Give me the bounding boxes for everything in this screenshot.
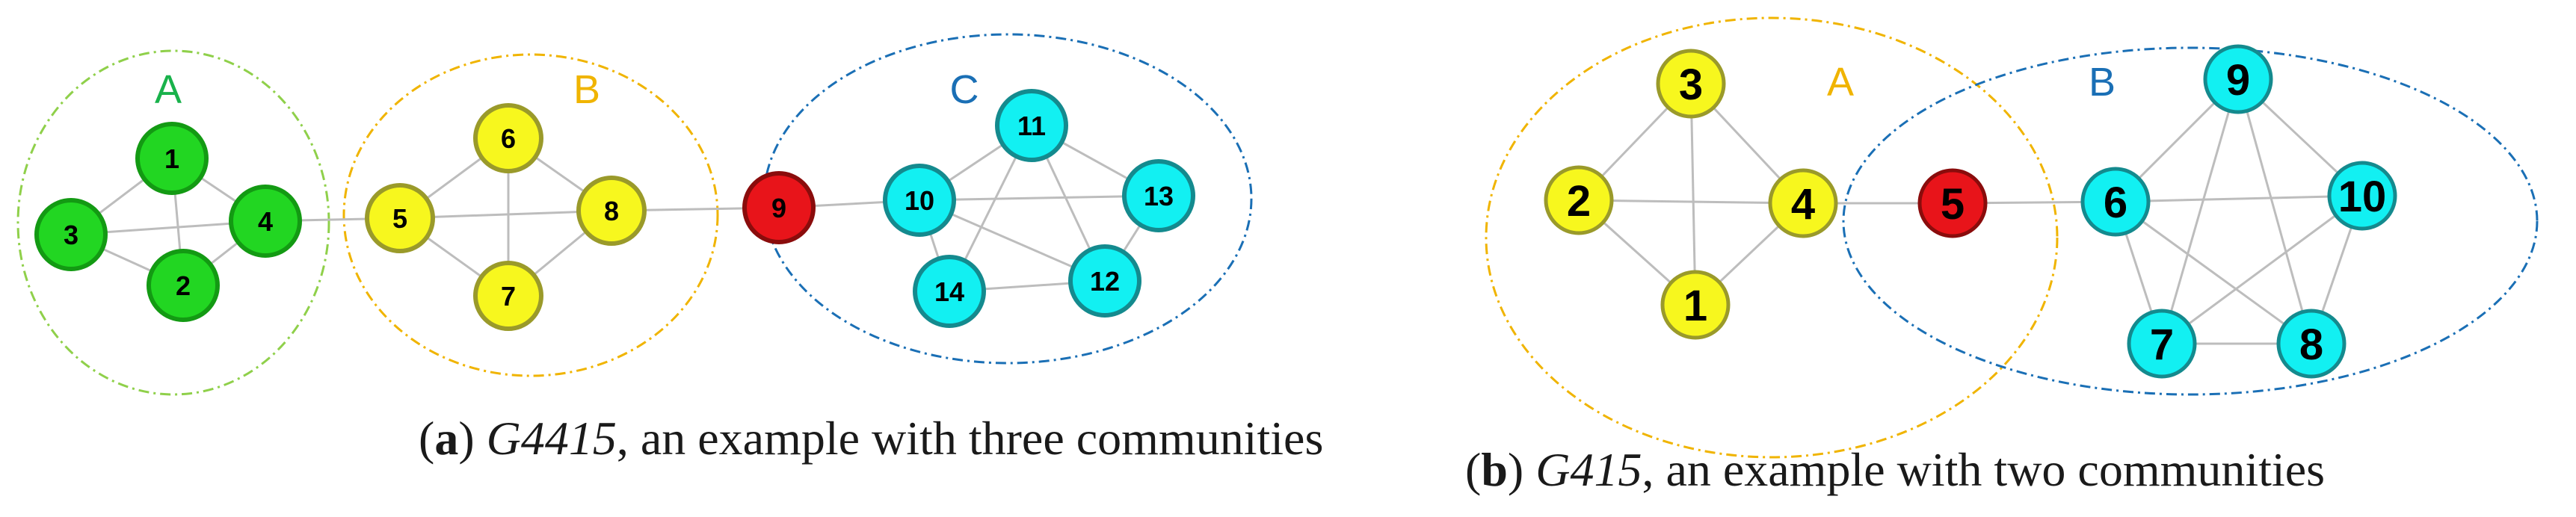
graph-name: G415	[1535, 443, 1642, 496]
node-label: 3	[1679, 61, 1703, 109]
node-label: 6	[501, 123, 516, 154]
nodes-a: 1 2 3 4 5 6 7 8 9 10 11 12 13 14	[34, 89, 1195, 331]
node-11: 11	[995, 89, 1068, 162]
node-3: 3	[1656, 49, 1726, 119]
node-6: 6	[473, 103, 543, 173]
node-10: 10	[2327, 161, 2397, 231]
caption-text: , an example with three communities	[616, 412, 1324, 465]
node-5: 5	[1917, 168, 1988, 238]
node-label: 2	[1567, 177, 1591, 226]
community-label-c: C	[950, 67, 979, 112]
node-label: 11	[1017, 111, 1046, 141]
edge	[1578, 199, 1804, 205]
node-1: 1	[135, 122, 209, 195]
community-label-a: A	[1827, 60, 1854, 105]
node-label: 1	[1683, 282, 1707, 330]
node-label: 7	[501, 281, 516, 312]
edge	[2115, 200, 2312, 345]
node-label: 10	[905, 185, 934, 216]
community-label-b: B	[573, 67, 600, 112]
node-label: 14	[934, 276, 964, 307]
node-8: 8	[2276, 309, 2347, 379]
node-12: 12	[1068, 244, 1141, 318]
edge	[2237, 78, 2313, 344]
node-label: 5	[392, 203, 407, 234]
caption-a: (a) G4415, an example with three communi…	[419, 412, 1324, 465]
node-13: 13	[1122, 159, 1195, 232]
node-label: 2	[176, 270, 191, 301]
node-label: 1	[164, 143, 179, 174]
caption-b: (b) G415, an example with two communitie…	[1465, 443, 2326, 496]
node-label: 4	[258, 206, 273, 237]
graph-name: G4415	[486, 412, 617, 465]
edge	[399, 209, 612, 220]
node-label: 12	[1090, 266, 1120, 297]
caption-label: b	[1481, 443, 1508, 496]
community-a-outline	[1485, 16, 2059, 459]
node-4: 4	[1768, 168, 1838, 238]
panel-a: A B C	[16, 33, 1253, 396]
node-10: 10	[883, 164, 956, 237]
caption-label: a	[434, 412, 459, 465]
node-1: 1	[1660, 270, 1731, 340]
panel-b: A B 1 2 3 4 5 6	[1485, 16, 2539, 459]
community-label-a: A	[155, 67, 182, 112]
node-8: 8	[576, 176, 647, 246]
node-3: 3	[34, 198, 108, 271]
community-a-outline	[16, 49, 330, 396]
node-label: 8	[604, 196, 619, 226]
node-label: 13	[1144, 181, 1174, 211]
node-6: 6	[2080, 167, 2151, 237]
node-label: 3	[64, 220, 78, 250]
edge	[1689, 83, 1697, 306]
node-4: 4	[229, 185, 302, 258]
node-label: 6	[2104, 179, 2127, 227]
edge	[2160, 78, 2240, 344]
node-7: 7	[473, 261, 543, 331]
node-label: 9	[2226, 56, 2250, 105]
node-label: 4	[1791, 180, 1815, 229]
node-label: 8	[2299, 321, 2323, 369]
node-9: 9	[2203, 44, 2273, 114]
community-b-outline	[1842, 46, 2539, 396]
nodes-b: 1 2 3 4 5 6 7 8 9 10	[1544, 44, 2397, 379]
node-label: 10	[2338, 173, 2387, 221]
node-label: 9	[771, 193, 786, 223]
node-7: 7	[2127, 309, 2197, 379]
caption-text: , an example with two communities	[1642, 443, 2326, 496]
node-9: 9	[742, 171, 816, 244]
community-c-outline	[762, 33, 1253, 365]
node-5: 5	[365, 183, 435, 253]
node-2: 2	[1544, 165, 1614, 235]
node-label: 5	[1941, 180, 1965, 229]
edge	[2115, 194, 2363, 203]
community-label-b: B	[2089, 60, 2116, 105]
node-2: 2	[147, 249, 220, 322]
edge	[919, 194, 1159, 202]
community-b-outline	[342, 53, 719, 377]
node-14: 14	[913, 255, 986, 328]
node-label: 7	[2150, 321, 2174, 369]
edge	[2161, 194, 2363, 345]
